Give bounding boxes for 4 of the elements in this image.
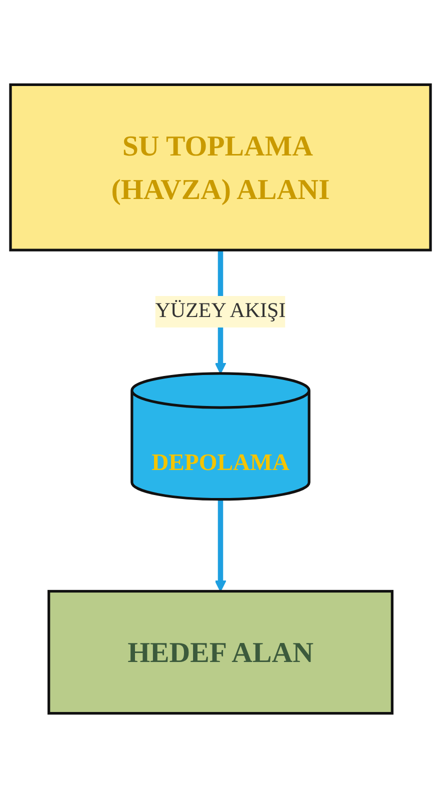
arrow — [214, 499, 226, 592]
node-box: HEDEF ALAN — [48, 590, 394, 715]
edge-label: YÜZEY AKIŞI — [155, 300, 286, 322]
node-box: SU TOPLAMA (HAVZA) ALANI — [9, 83, 432, 252]
